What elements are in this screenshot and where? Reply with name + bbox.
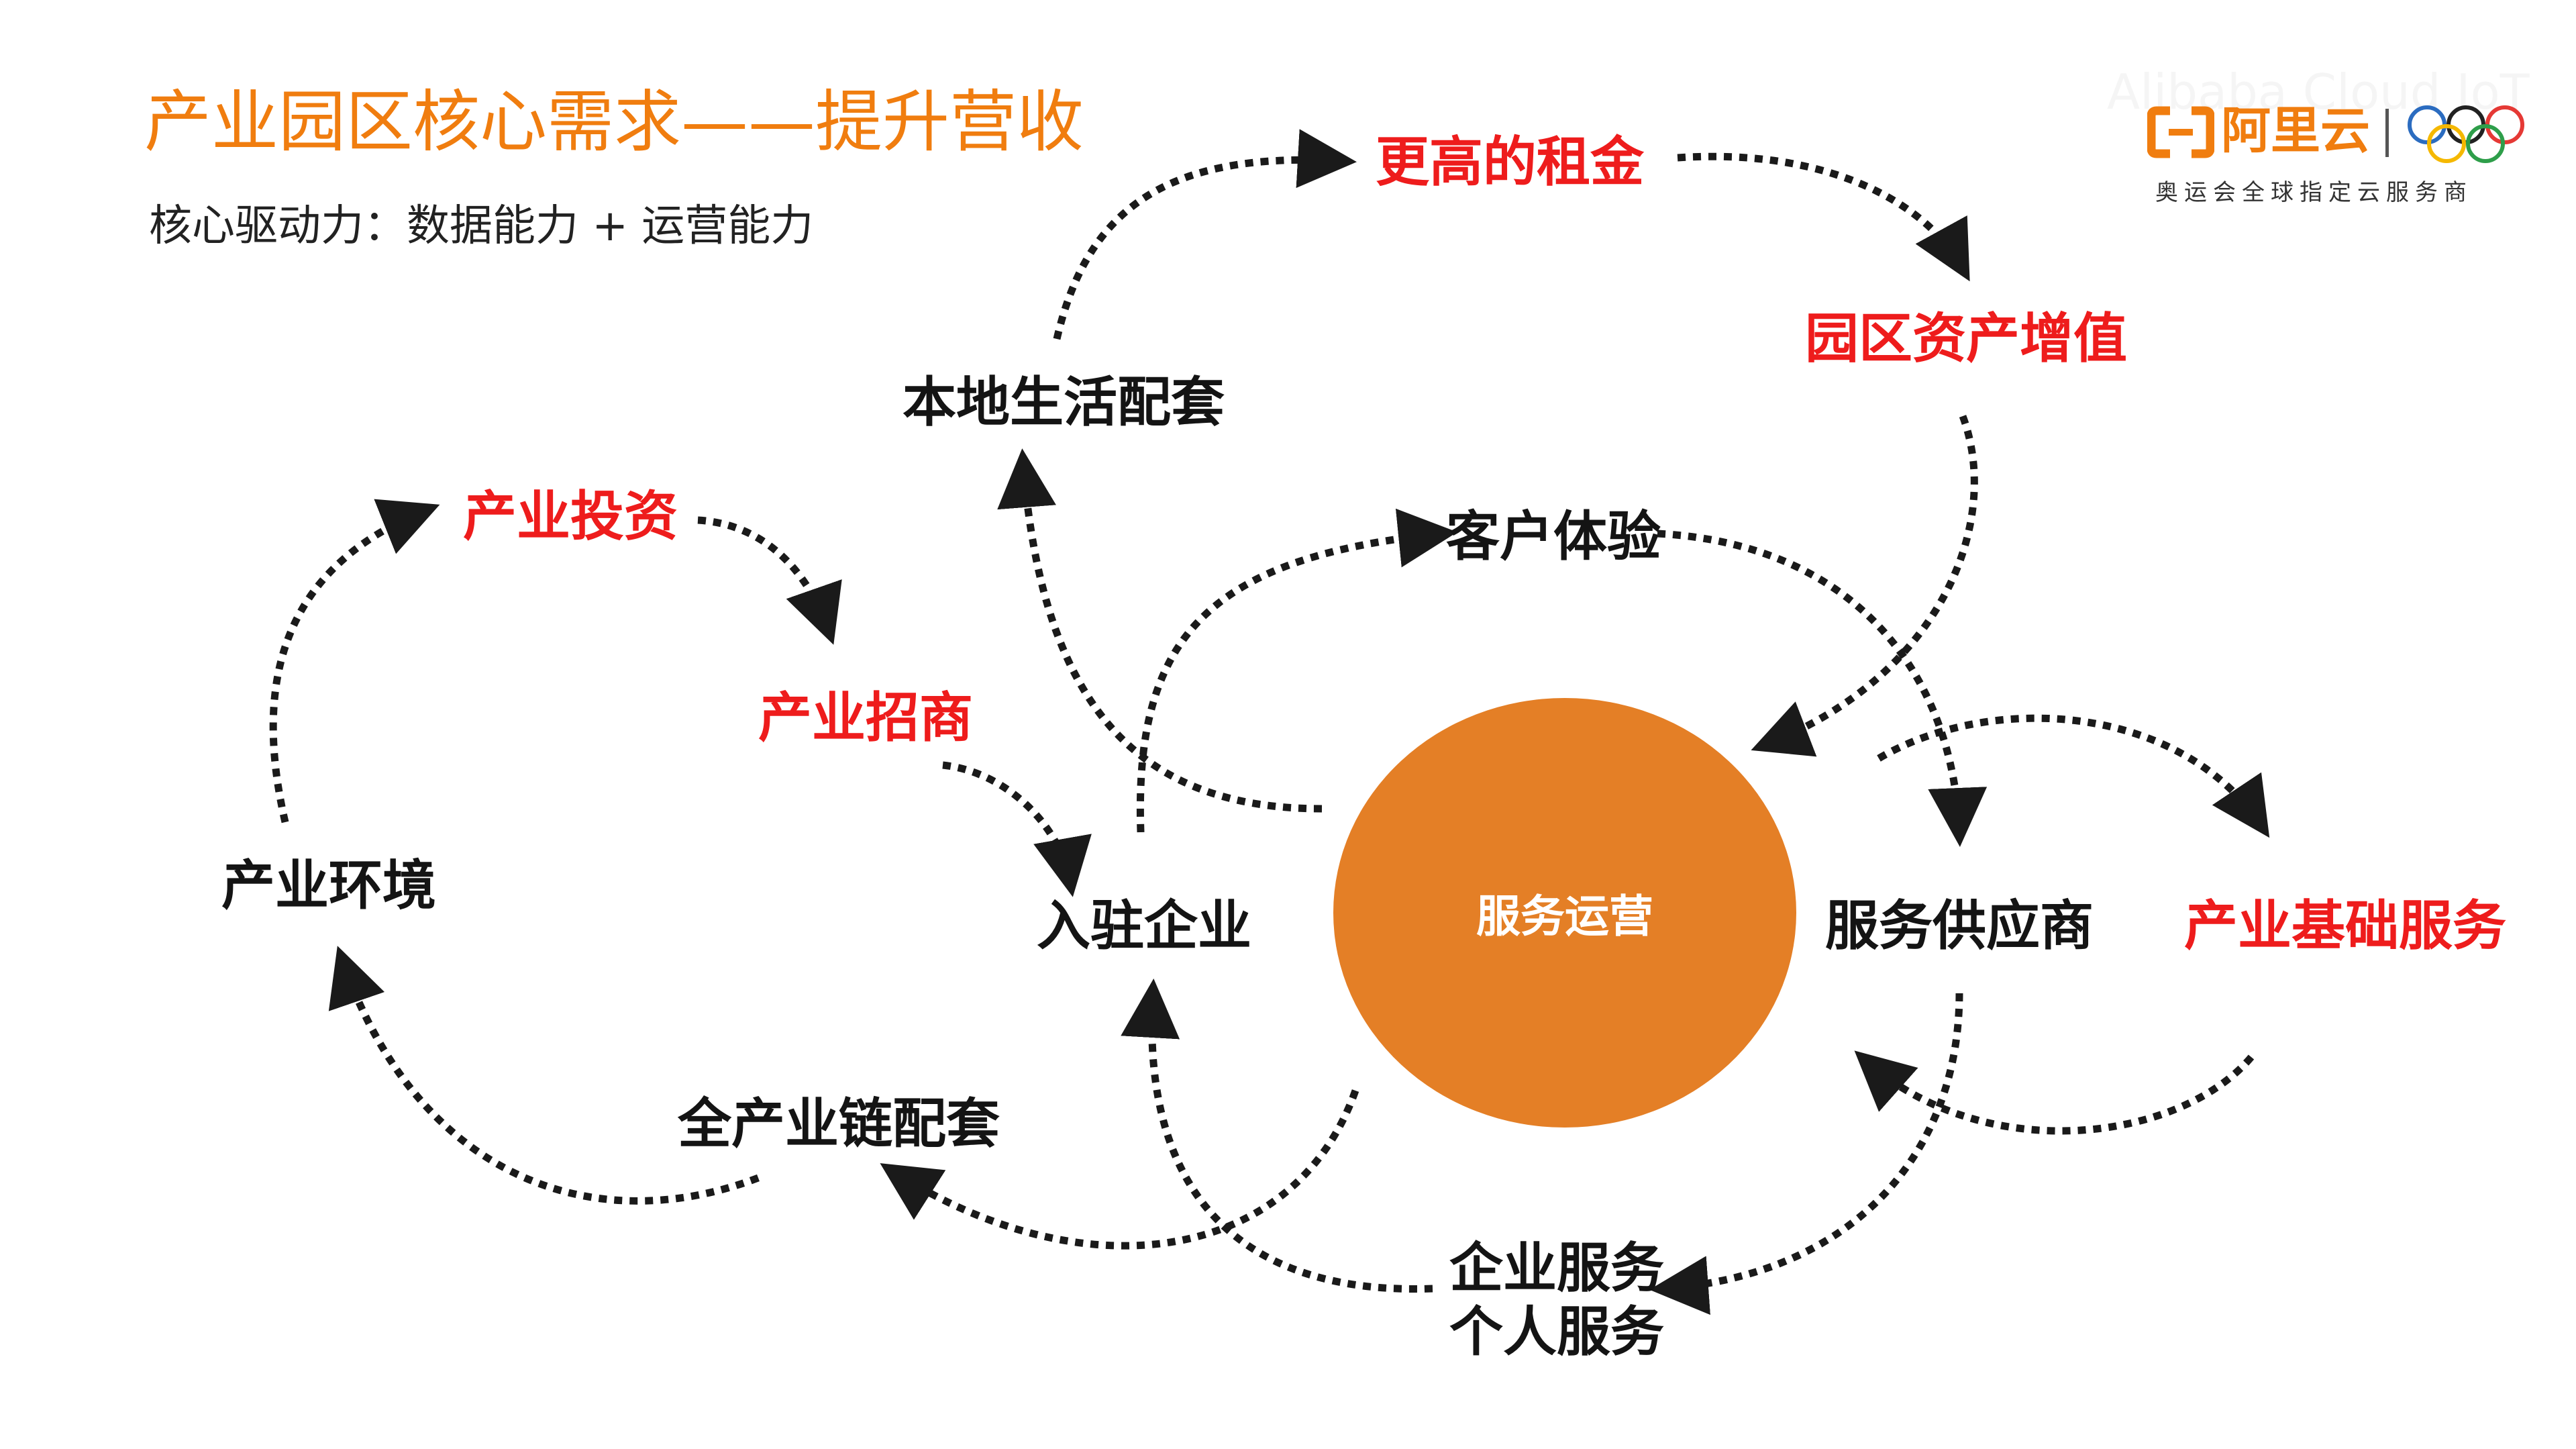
- arrow-asset-value-to-center: [1751, 415, 1978, 757]
- node-full-industry-chain: 全产业链配套: [678, 1093, 1000, 1155]
- arrow-fullchain-to-env: [328, 946, 760, 1205]
- arrow-providers-to-services: [1649, 993, 1963, 1315]
- center-label: 服务运营: [1476, 891, 1653, 942]
- arrow-env-to-investment: [269, 499, 440, 823]
- arrow-basic-services-to-providers: [1854, 1050, 2255, 1135]
- arrow-services-to-tenants: [1121, 979, 1433, 1293]
- olympic-rings-icon: [2408, 105, 2524, 163]
- node-service-providers: 服务供应商: [1825, 895, 2094, 957]
- node-industry-investment: 产业投资: [463, 485, 678, 548]
- node-asset-value: 园区资产增值: [1805, 307, 2127, 370]
- node-enterprise-services: 企业服务: [1449, 1237, 1664, 1299]
- arrow-local-life-to-higher-rent: [1053, 129, 1357, 340]
- brand-name: 阿里云: [2221, 102, 2370, 160]
- logo-divider: [2385, 109, 2389, 157]
- subtitle: 核心驱动力：数据能力 + 运营能力: [149, 201, 814, 251]
- node-customer-experience: 客户体验: [1446, 505, 1661, 568]
- node-industry-basic-services: 产业基础服务: [2184, 895, 2506, 957]
- page-title: 产业园区核心需求——提升营收: [144, 83, 1084, 161]
- node-tenant-companies: 入驻企业: [1037, 895, 1251, 957]
- node-personal-services: 个人服务: [1449, 1301, 1664, 1363]
- arrow-higher-rent-to-asset-value: [1677, 152, 1970, 282]
- node-local-life: 本地生活配套: [903, 371, 1225, 434]
- node-industry-attraction: 产业招商: [758, 687, 973, 749]
- arrow-investment-to-attraction: [697, 516, 842, 645]
- arrow-center-to-local-life: [997, 448, 1323, 813]
- aliyun-logo-icon: [2147, 106, 2214, 158]
- arrow-center-to-fullchain: [880, 1089, 1359, 1250]
- service-operation-circle: 服务运营: [1333, 698, 1796, 1128]
- arrow-customer-exp-to-providers: [1657, 530, 1988, 847]
- sponsor-text: 奥运会全球指定云服务商: [2155, 179, 2473, 206]
- arrow-attraction-to-tenants: [942, 761, 1092, 897]
- arrow-center-to-basic-services: [1877, 714, 2270, 838]
- node-higher-rent: 更高的租金: [1376, 131, 1644, 193]
- node-industry-environment: 产业环境: [221, 854, 436, 917]
